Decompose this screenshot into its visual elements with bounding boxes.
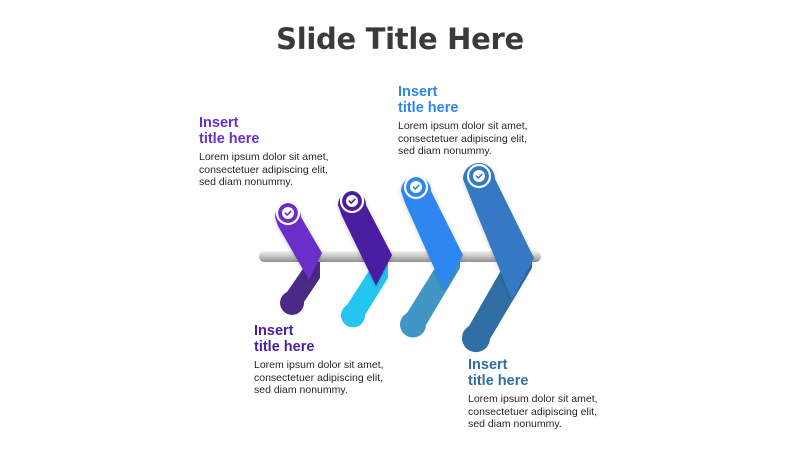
block-body: Lorem ipsum dolor sit amet, consectetuer…	[199, 151, 329, 188]
slide-title: Slide Title Here	[276, 22, 524, 56]
bone-upper-2	[338, 191, 392, 286]
check-circle-icon	[466, 163, 492, 189]
block-body: Lorem ipsum dolor sit amet, consectetuer…	[398, 120, 528, 157]
check-circle-icon	[275, 200, 301, 226]
bone-upper-3	[401, 176, 463, 290]
text-block-1: Insert title here Lorem ipsum dolor sit …	[199, 115, 329, 189]
text-block-3: Insert title here Lorem ipsum dolor sit …	[254, 323, 384, 397]
block-body: Lorem ipsum dolor sit amet, consectetuer…	[468, 393, 598, 430]
text-block-2: Insert title here Lorem ipsum dolor sit …	[398, 84, 528, 158]
block-heading: Insert title here	[199, 115, 260, 147]
block-heading: Insert title here	[468, 357, 529, 389]
block-heading: Insert title here	[398, 84, 459, 116]
text-block-4: Insert title here Lorem ipsum dolor sit …	[468, 357, 598, 431]
spine	[259, 251, 541, 262]
bone-upper-4	[463, 163, 534, 300]
block-heading: Insert title here	[254, 323, 315, 355]
check-circle-icon	[403, 174, 429, 200]
block-body: Lorem ipsum dolor sit amet, consectetuer…	[254, 359, 384, 396]
check-circle-icon	[339, 188, 365, 214]
